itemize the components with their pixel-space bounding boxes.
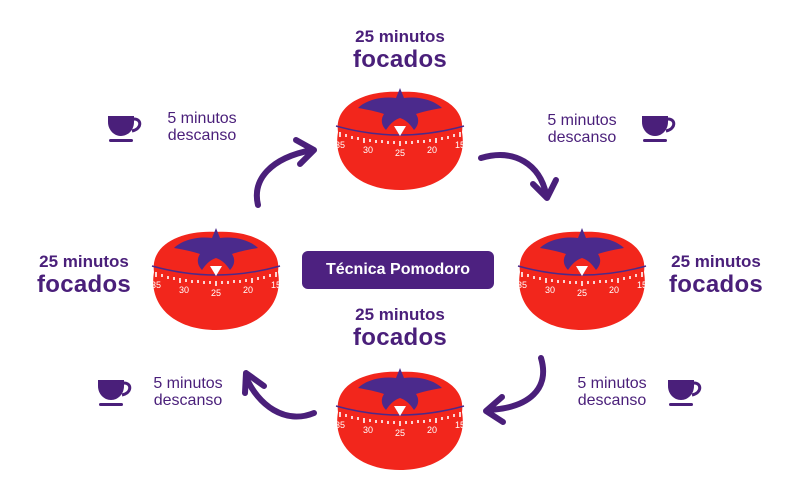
focus-label-right: 25 minutos focados (652, 253, 780, 297)
focus-word: focados (352, 324, 448, 351)
rest-label-top-right: 5 minutos descanso (530, 112, 634, 146)
rest-duration: 5 minutos (547, 112, 617, 129)
rest-word: descanso (577, 392, 647, 409)
svg-text:30: 30 (545, 285, 555, 295)
arrow-right-to-bottom (485, 355, 547, 413)
svg-text:25: 25 (395, 428, 405, 438)
svg-text:35: 35 (335, 420, 345, 430)
svg-text:30: 30 (363, 145, 373, 155)
svg-text:15: 15 (455, 420, 465, 430)
rest-word: descanso (167, 127, 237, 144)
focus-duration: 25 minutos (671, 252, 761, 271)
focus-duration: 25 minutos (355, 305, 445, 324)
svg-text:15: 15 (455, 140, 465, 150)
rest-label-top-left: 5 minutos descanso (150, 110, 254, 144)
svg-text:35: 35 (151, 280, 161, 290)
arrow-left-to-top (253, 147, 315, 208)
coffee-cup-icon (640, 114, 676, 144)
focus-label-left: 25 minutos focados (20, 253, 148, 297)
svg-text:30: 30 (179, 285, 189, 295)
rest-duration: 5 minutos (577, 375, 647, 392)
coffee-cup-icon (106, 114, 142, 144)
focus-duration: 25 minutos (355, 27, 445, 46)
rest-label-bottom-right: 5 minutos descanso (560, 375, 664, 409)
arrow-bottom-to-left (243, 374, 317, 420)
svg-text:35: 35 (517, 280, 527, 290)
svg-text:25: 25 (395, 148, 405, 158)
svg-text:25: 25 (211, 288, 221, 298)
svg-text:20: 20 (243, 285, 253, 295)
svg-text:25: 25 (577, 288, 587, 298)
tomato-timer-right: 35 30 25 20 15 (517, 227, 647, 331)
focus-word: focados (352, 46, 448, 73)
coffee-cup-icon (666, 378, 702, 408)
svg-text:35: 35 (335, 140, 345, 150)
arrow-top-to-right (478, 152, 549, 197)
svg-text:30: 30 (363, 425, 373, 435)
svg-text:15: 15 (637, 280, 647, 290)
focus-label-top: 25 minutos focados (320, 28, 480, 72)
rest-word: descanso (153, 392, 223, 409)
focus-duration: 25 minutos (39, 252, 129, 271)
focus-word: focados (36, 271, 132, 298)
tomato-timer-top: 35 30 25 20 15 (335, 87, 465, 191)
rest-duration: 5 minutos (167, 110, 237, 127)
rest-duration: 5 minutos (153, 375, 223, 392)
focus-label-bottom: 25 minutos focados (320, 306, 480, 350)
coffee-cup-icon (96, 378, 132, 408)
svg-text:20: 20 (427, 425, 437, 435)
rest-label-bottom-left: 5 minutos descanso (136, 375, 240, 409)
svg-text:20: 20 (427, 145, 437, 155)
technique-title-badge: Técnica Pomodoro (302, 251, 494, 289)
tomato-timer-bottom: 35 30 25 20 15 (335, 367, 465, 471)
rest-word: descanso (547, 129, 617, 146)
svg-text:20: 20 (609, 285, 619, 295)
focus-word: focados (668, 271, 764, 298)
svg-text:15: 15 (271, 280, 281, 290)
tomato-timer-left: 35 30 25 20 15 (151, 227, 281, 331)
